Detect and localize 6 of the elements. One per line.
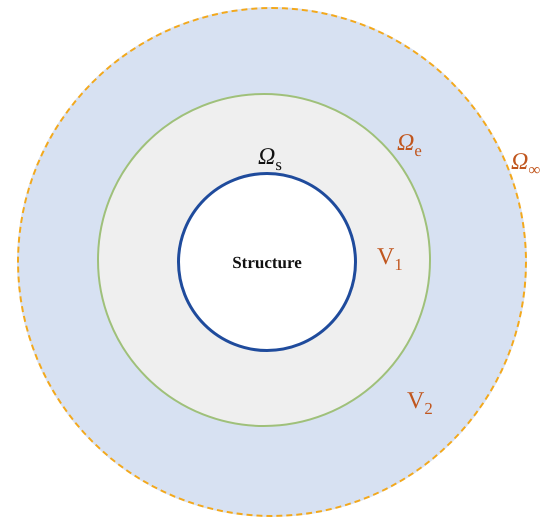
structure-label: Structure <box>232 253 302 273</box>
region-symbol: V$_{1}$ <box>377 245 403 269</box>
region-symbol: V$_{2}$ <box>407 389 433 413</box>
region-symbol: Ω$_{∞}$ <box>511 150 540 174</box>
boundary-symbol: Ω$_{s}$ <box>258 145 282 169</box>
region-symbol: Ω$_{e}$ <box>397 131 422 155</box>
